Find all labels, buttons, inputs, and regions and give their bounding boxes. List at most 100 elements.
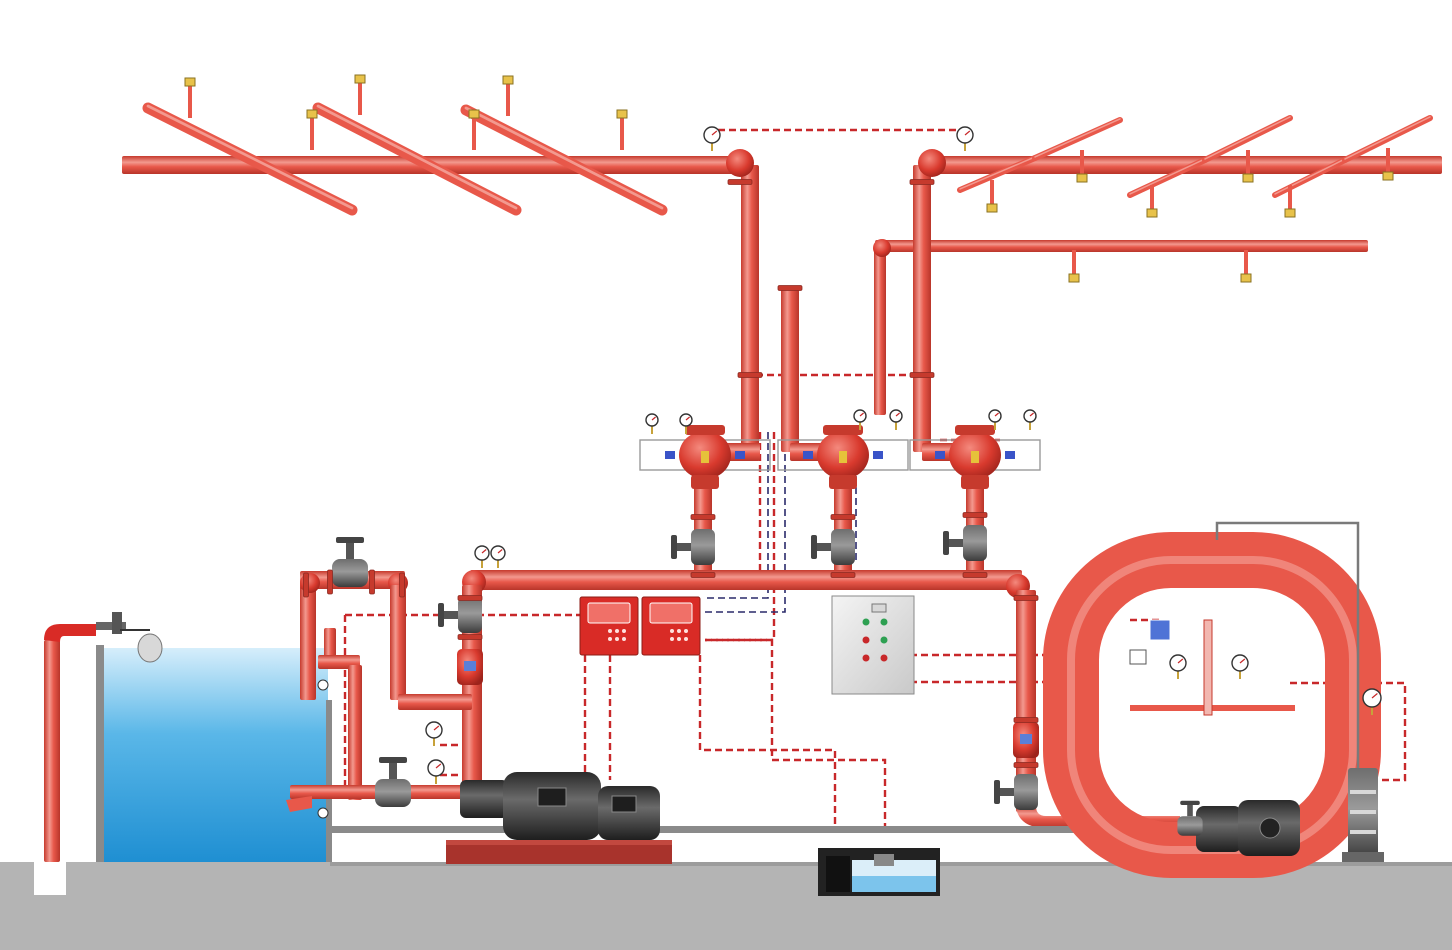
tank-top-nozzle — [1186, 536, 1194, 556]
tank-inlet-gauge — [317, 679, 329, 691]
sprinkler-icon — [184, 77, 196, 118]
alarm-panel-led — [684, 629, 688, 633]
signal-line — [705, 432, 786, 613]
pressure-gauge-icon — [425, 721, 443, 746]
sprinkler-head — [986, 203, 998, 213]
cabinet-indicator — [862, 654, 870, 662]
signal-line — [710, 128, 967, 140]
gauge-needle — [994, 412, 999, 417]
float-valve-pipe — [96, 622, 126, 630]
valve-body — [1014, 774, 1038, 810]
alarm-panel-screen — [587, 602, 631, 624]
alarm-panel-led — [608, 629, 612, 633]
pump-motor-2 — [598, 786, 660, 840]
sprinkler-main-lower-right — [875, 240, 1368, 252]
valve-handwheel — [1180, 800, 1200, 805]
pressure-gauge-icon — [853, 409, 867, 430]
sprinkler-head — [1242, 173, 1254, 183]
motor-nameplate-2 — [611, 795, 637, 813]
pipe-flange — [1013, 595, 1039, 601]
gauge-needle — [433, 725, 440, 731]
check-valve-window — [464, 661, 476, 671]
pipe-flange — [909, 179, 935, 185]
alarm-valve-indicator — [873, 451, 883, 459]
pipe-flange — [777, 285, 803, 291]
alarm-panel-led — [622, 637, 626, 641]
sprinkler-branch-9 — [1342, 115, 1433, 163]
pipe-flange — [727, 179, 753, 185]
vertical-pump-stage — [1350, 790, 1376, 794]
signal-line — [1375, 681, 1407, 782]
gauge-needle — [964, 130, 971, 136]
pump-icon — [460, 772, 660, 840]
sprinkler-icon — [1382, 148, 1394, 181]
control-cabinet-icon — [831, 595, 915, 695]
alarm-panel-led — [622, 629, 626, 633]
gauge-needle — [859, 412, 864, 417]
pipe-flange — [327, 569, 333, 595]
branch-pipe-highlight — [146, 104, 354, 210]
alarm-panel-led — [670, 637, 674, 641]
branch-pipe-highlight — [1129, 158, 1206, 195]
float-valve-icon — [96, 612, 163, 663]
sprinkler-branch-3 — [460, 104, 668, 216]
float-ball — [137, 633, 163, 663]
check-valve-window — [1020, 734, 1032, 744]
gate-valve-icon — [332, 537, 368, 587]
gate-valve-icon — [375, 757, 411, 807]
riser-lower-right-elbow — [873, 239, 891, 257]
sprinkler-icon — [1240, 250, 1252, 283]
gate-valve-icon — [943, 525, 987, 561]
gate-valve-icon — [438, 597, 482, 633]
alarm-valve-icon — [909, 425, 1041, 489]
branch-pipe-highlight — [316, 104, 518, 210]
alarm-panel-led — [677, 637, 681, 641]
alarm-panel-led — [684, 637, 688, 641]
pressure-gauge-icon — [703, 126, 721, 151]
valve-handwheel — [811, 535, 817, 559]
pipe-flange — [830, 572, 856, 578]
valve-body — [458, 597, 482, 633]
valve-stem — [677, 543, 691, 551]
gauge-needle — [1239, 658, 1246, 664]
valve-handwheel — [438, 603, 444, 627]
pump-volute — [460, 780, 508, 818]
sprinkler-head — [1382, 171, 1394, 181]
suction-drop — [390, 585, 406, 700]
sprinkler-icon — [502, 75, 514, 116]
vertical-pump-stage — [1350, 810, 1376, 814]
gate-valve-icon — [1177, 800, 1203, 836]
cabinet-indicator — [880, 636, 888, 644]
sprinkler-icon — [1076, 150, 1088, 183]
alarm-panel-led — [615, 629, 619, 633]
pipe-network — [44, 102, 1442, 862]
alarm-panel-screen — [649, 602, 693, 624]
tank-water — [104, 648, 328, 862]
sump-float — [874, 854, 894, 866]
sprinkler-icon — [468, 109, 480, 150]
sprinkler-branch-8 — [1272, 157, 1348, 198]
valve-body — [963, 525, 987, 561]
alarm-valve-indicator — [935, 451, 945, 459]
pipe-flange — [1013, 762, 1039, 768]
jockey-pump-icon — [1196, 800, 1300, 856]
riser-right-elbow — [918, 149, 946, 177]
pipe-flange — [962, 512, 988, 518]
riser-right — [913, 165, 931, 452]
sprinkler-head — [1240, 273, 1252, 283]
pressure-gauge-icon — [956, 126, 974, 151]
sprinkler-branch-7 — [1202, 115, 1293, 163]
valve-handwheel — [379, 757, 407, 763]
gauge-needle — [481, 549, 487, 554]
valve-stem — [949, 539, 963, 547]
signal-wires — [343, 128, 1407, 830]
gauge-needle — [1029, 412, 1034, 417]
pipe-flange — [690, 514, 716, 520]
pressure-gauge-icon — [490, 545, 506, 568]
pressure-gauge-icon — [679, 413, 693, 434]
alarm-panel-led — [677, 629, 681, 633]
pressure-gauge-icon — [1169, 654, 1187, 679]
sprinkler-head — [184, 77, 196, 87]
